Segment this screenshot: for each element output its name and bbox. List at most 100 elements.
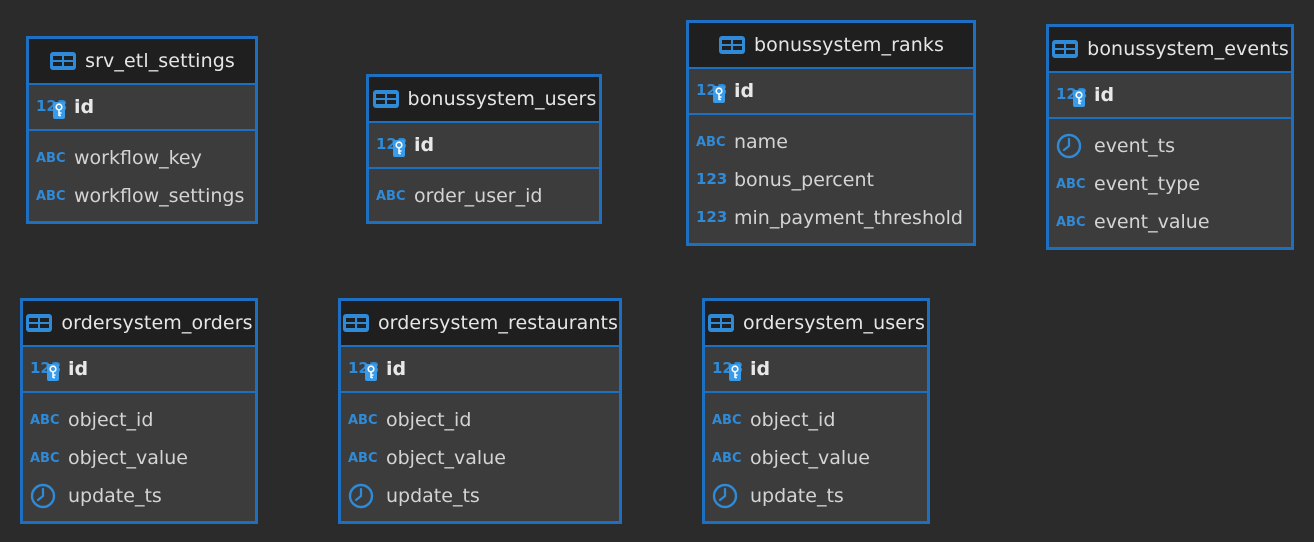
text-type-icon: ABC bbox=[30, 413, 60, 428]
table-icon bbox=[1052, 40, 1079, 58]
type-label: ABC bbox=[712, 451, 742, 466]
column-name: object_id bbox=[68, 409, 154, 431]
numeric-key-icon: 123 bbox=[30, 359, 61, 381]
column-name: workflow_key bbox=[74, 147, 202, 169]
entity-title: bonussystem_ranks bbox=[754, 34, 944, 56]
column-name: event_value bbox=[1094, 211, 1210, 233]
primary-key-row[interactable]: 123 id bbox=[23, 347, 255, 393]
table-icon bbox=[708, 314, 735, 332]
entity-header[interactable]: ordersystem_users bbox=[705, 301, 927, 347]
column-row[interactable]: ABC event_type bbox=[1049, 165, 1291, 203]
type-label: ABC bbox=[36, 189, 66, 204]
column-name: event_ts bbox=[1094, 135, 1175, 157]
column-name: name bbox=[734, 131, 788, 153]
primary-key-row[interactable]: 123 id bbox=[369, 123, 599, 169]
table-icon bbox=[342, 314, 369, 332]
primary-key-name: id bbox=[1094, 84, 1115, 106]
numeric-key-icon: 123 bbox=[376, 135, 407, 157]
type-label: ABC bbox=[348, 413, 378, 428]
column-name: object_value bbox=[750, 447, 870, 469]
column-row[interactable]: ABC object_value bbox=[705, 439, 927, 477]
clock-icon bbox=[712, 483, 738, 509]
type-label: ABC bbox=[1056, 215, 1086, 230]
column-name: object_value bbox=[386, 447, 506, 469]
entity-header[interactable]: ordersystem_orders bbox=[23, 301, 255, 347]
entity-header[interactable]: ordersystem_restaurants bbox=[341, 301, 619, 347]
column-row[interactable]: ABC workflow_settings bbox=[29, 177, 255, 215]
numeric-key-icon: 123 bbox=[696, 81, 727, 103]
column-row[interactable]: ABC workflow_key bbox=[29, 139, 255, 177]
entity-title: bonussystem_events bbox=[1087, 38, 1289, 60]
text-type-icon: ABC bbox=[712, 451, 742, 466]
column-row[interactable]: update_ts bbox=[705, 477, 927, 515]
entity-header[interactable]: bonussystem_events bbox=[1049, 27, 1291, 73]
type-label: ABC bbox=[36, 151, 66, 166]
text-type-icon: ABC bbox=[348, 413, 378, 428]
column-name: object_id bbox=[386, 409, 472, 431]
type-label: ABC bbox=[30, 413, 60, 428]
entity-title: ordersystem_orders bbox=[61, 312, 253, 334]
column-name: update_ts bbox=[750, 485, 844, 507]
column-name: min_payment_threshold bbox=[734, 207, 963, 229]
numeric-key-icon: 123 bbox=[1056, 85, 1087, 107]
column-name: order_user_id bbox=[414, 185, 543, 207]
column-row[interactable]: ABC object_id bbox=[23, 401, 255, 439]
column-row[interactable]: update_ts bbox=[341, 477, 619, 515]
text-type-icon: ABC bbox=[712, 413, 742, 428]
column-name: workflow_settings bbox=[74, 185, 245, 207]
column-row[interactable]: ABC object_id bbox=[341, 401, 619, 439]
entity-title: bonussystem_users bbox=[407, 88, 597, 110]
clock-icon bbox=[1056, 133, 1082, 159]
entity-header[interactable]: bonussystem_users bbox=[369, 77, 599, 123]
column-name: event_type bbox=[1094, 173, 1201, 195]
primary-key-name: id bbox=[68, 358, 89, 380]
primary-key-row[interactable]: 123 id bbox=[689, 69, 973, 115]
primary-key-row[interactable]: 123 id bbox=[1049, 73, 1291, 119]
primary-key-name: id bbox=[734, 80, 755, 102]
type-label: ABC bbox=[712, 413, 742, 428]
text-type-icon: ABC bbox=[1056, 177, 1086, 192]
numeric-type-icon: 123 bbox=[696, 170, 727, 188]
entity-header[interactable]: bonussystem_ranks bbox=[689, 23, 973, 69]
text-type-icon: ABC bbox=[36, 151, 66, 166]
entity-header[interactable]: srv_etl_settings bbox=[29, 39, 255, 85]
column-row[interactable]: ABC name bbox=[689, 123, 973, 161]
column-row[interactable]: event_ts bbox=[1049, 127, 1291, 165]
primary-key-name: id bbox=[414, 134, 435, 156]
column-row[interactable]: ABC event_value bbox=[1049, 203, 1291, 241]
type-label: ABC bbox=[696, 135, 726, 150]
table-icon bbox=[50, 52, 77, 70]
table-icon bbox=[719, 36, 746, 54]
text-type-icon: ABC bbox=[348, 451, 378, 466]
table-icon bbox=[26, 314, 53, 332]
clock-icon bbox=[30, 483, 56, 509]
column-row[interactable]: update_ts bbox=[23, 477, 255, 515]
column-row[interactable]: ABC object_value bbox=[341, 439, 619, 477]
type-label: ABC bbox=[348, 451, 378, 466]
text-type-icon: ABC bbox=[696, 135, 726, 150]
entity-title: ordersystem_users bbox=[743, 312, 925, 334]
entity-title: srv_etl_settings bbox=[85, 50, 235, 72]
